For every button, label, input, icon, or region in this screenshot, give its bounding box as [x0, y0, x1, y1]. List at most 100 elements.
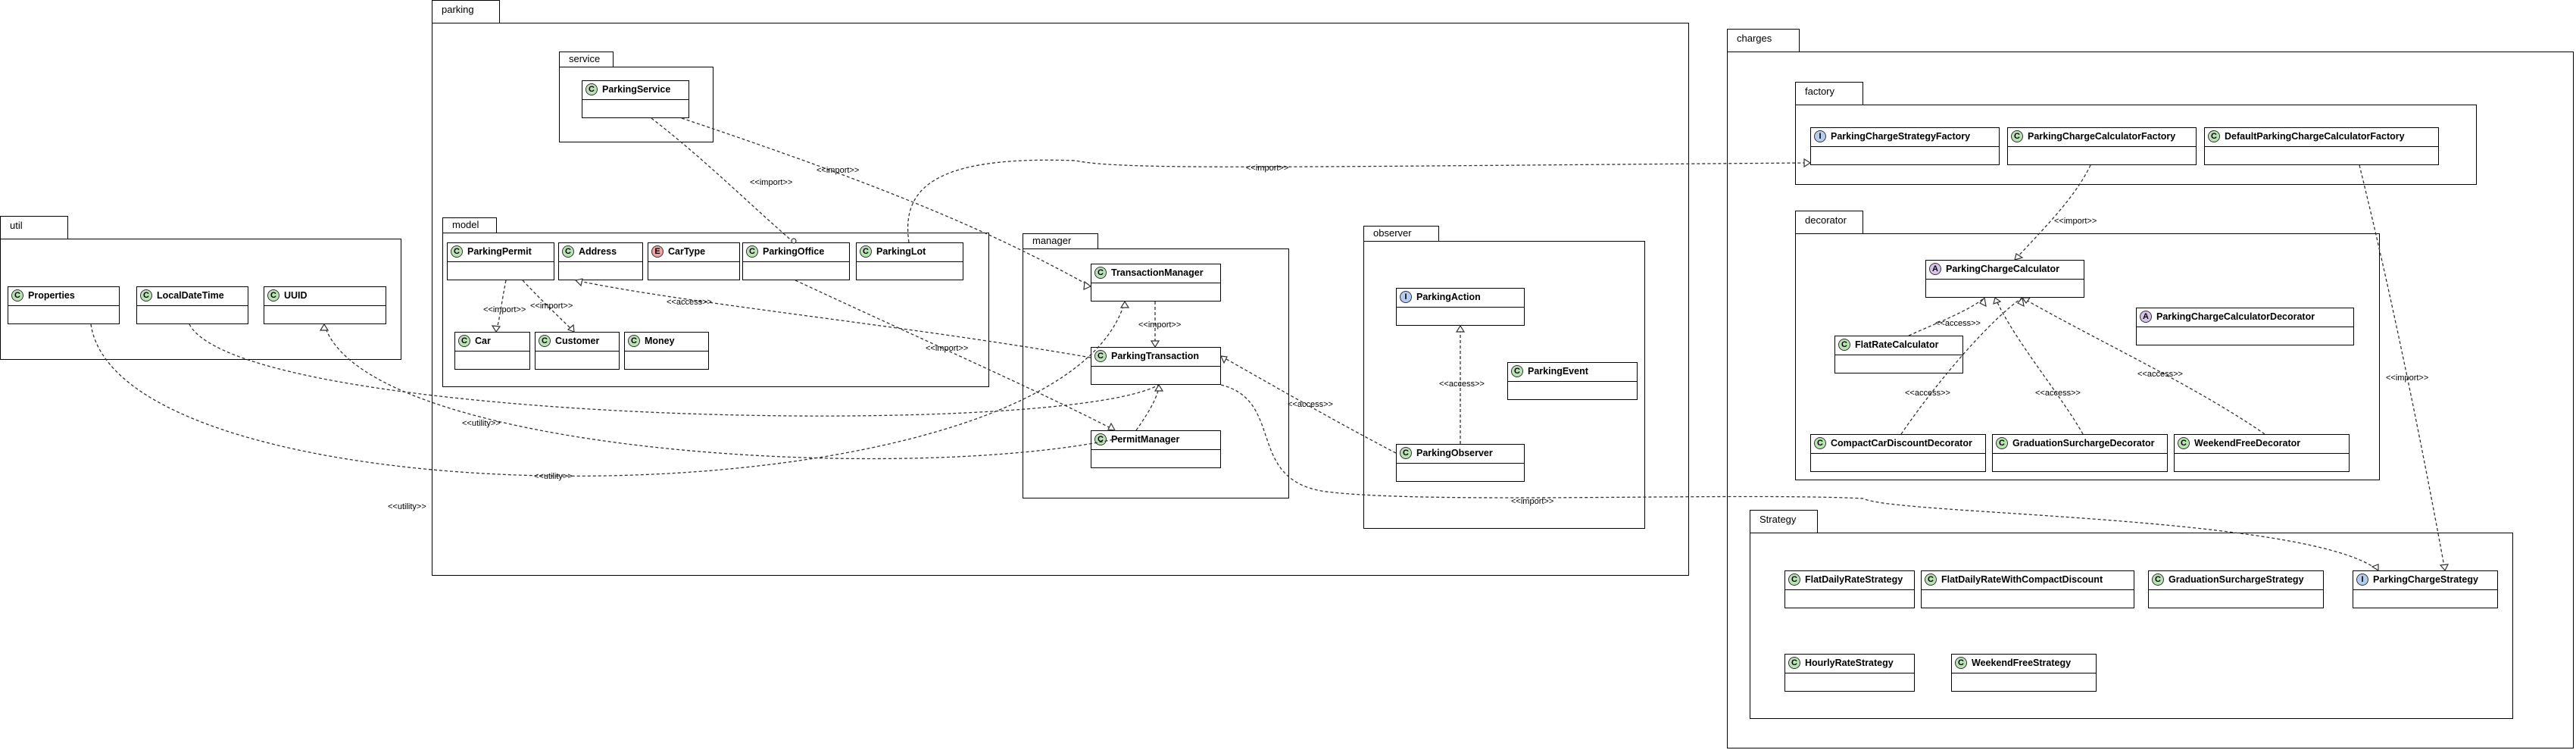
arrowhead	[2017, 296, 2025, 308]
class-name: Properties	[28, 290, 75, 301]
dependency-line	[1220, 355, 1397, 454]
interface-parking-charge-strategy[interactable]: I ParkingChargeStrategy	[2353, 570, 2498, 608]
relation-label: <<access>>	[2137, 370, 2183, 379]
interface-parking-action[interactable]: I ParkingAction	[1396, 288, 1525, 326]
class-stereotype-icon: C	[1511, 365, 1523, 377]
class-stereotype-icon: C	[1925, 573, 1937, 586]
class-name: Address	[579, 246, 617, 257]
class-name: ParkingPermit	[467, 246, 532, 257]
package-strategy	[1750, 533, 2513, 719]
class-stereotype-icon: C	[1814, 437, 1826, 449]
package-parking	[432, 23, 1689, 576]
package-tab-decorator: decorator	[1795, 211, 1863, 233]
class-compact-car-discount-decorator[interactable]: C CompactCarDiscountDecorator	[1810, 434, 1986, 472]
relation-label: <<access>>	[1935, 319, 1981, 328]
arrowhead	[1803, 158, 1812, 168]
class-stereotype-icon: C	[1996, 437, 2008, 449]
class-name: DefaultParkingChargeCalculatorFactory	[2225, 131, 2405, 142]
class-name: ParkingEvent	[1528, 366, 1588, 377]
dependency-line	[575, 280, 1091, 358]
arrowhead	[319, 323, 329, 331]
arrowhead	[567, 323, 575, 333]
class-name: FlatRateCalculator	[1855, 339, 1939, 350]
class-name: HourlyRateStrategy	[1805, 658, 1894, 668]
dependency-line	[1994, 297, 2084, 435]
relation-label: <<import>>	[1246, 164, 1288, 173]
class-stereotype-icon: C	[562, 245, 574, 258]
package-factory	[1795, 105, 2477, 185]
class-stereotype-icon: C	[11, 289, 23, 302]
relation-label: <<access>>	[1439, 380, 1485, 389]
dependency-line	[2014, 164, 2091, 261]
class-name: ParkingChargeStrategyFactory	[1831, 131, 1971, 142]
package-model	[442, 233, 989, 387]
class-name: GraduationSurchargeStrategy	[2169, 574, 2304, 585]
relation-label: <<import>>	[817, 166, 859, 175]
interface-stereotype-icon: I	[1400, 291, 1412, 303]
class-name: ParkingOffice	[763, 246, 825, 257]
relation-label: <<import>>	[1511, 497, 1553, 506]
interface-stereotype-icon: I	[1814, 130, 1826, 142]
class-address[interactable]: C Address	[558, 242, 643, 280]
dependency-line	[795, 280, 1116, 431]
arrowhead	[1455, 324, 1466, 333]
class-stereotype-icon: C	[860, 245, 872, 258]
abstract-parking-charge-calculator[interactable]: A ParkingChargeCalculator	[1925, 260, 2084, 298]
abstract-stereotype-icon: A	[2140, 311, 2152, 323]
interface-parking-charge-strategy-factory[interactable]: I ParkingChargeStrategyFactory	[1810, 127, 2000, 165]
class-parking-event[interactable]: C ParkingEvent	[1507, 362, 1638, 400]
abstract-parking-charge-calculator-decorator[interactable]: A ParkingChargeCalculatorDecorator	[2136, 308, 2354, 345]
arrowhead	[1993, 296, 2002, 305]
abstract-stereotype-icon: A	[1929, 263, 1941, 275]
relation-label: <<import>>	[2386, 373, 2428, 383]
class-name: WeekendFreeDecorator	[2194, 438, 2301, 448]
arrowhead	[491, 325, 501, 333]
relation-label: <<utility>>	[462, 419, 501, 428]
class-name: CompactCarDiscountDecorator	[1831, 438, 1972, 448]
arrowhead	[574, 278, 583, 287]
class-name: TransactionManager	[1111, 267, 1204, 278]
relation-label: <<access>>	[1905, 389, 1950, 398]
relation-label: <<access>>	[1288, 400, 1333, 409]
package-manager	[1023, 248, 1289, 498]
package-tab-observer: observer	[1363, 226, 1439, 241]
class-name: ParkingChargeCalculatorDecorator	[2156, 311, 2315, 322]
class-name: Money	[645, 336, 675, 346]
dependency-line	[681, 117, 1091, 287]
class-name: PermitManager	[1111, 434, 1180, 445]
class-name: ParkingChargeStrategy	[2373, 574, 2478, 585]
class-stereotype-icon: C	[140, 289, 152, 302]
dependency-line	[2022, 297, 2265, 435]
interface-stereotype-icon: I	[2356, 573, 2368, 586]
relation-label: <<utility>>	[388, 502, 426, 511]
dependency-line	[1220, 384, 2379, 571]
class-properties[interactable]: C Properties	[8, 286, 120, 324]
class-name: ParkingChargeCalculator	[1946, 264, 2060, 274]
package-observer	[1363, 241, 1645, 529]
class-name: ParkingAction	[1416, 292, 1481, 302]
